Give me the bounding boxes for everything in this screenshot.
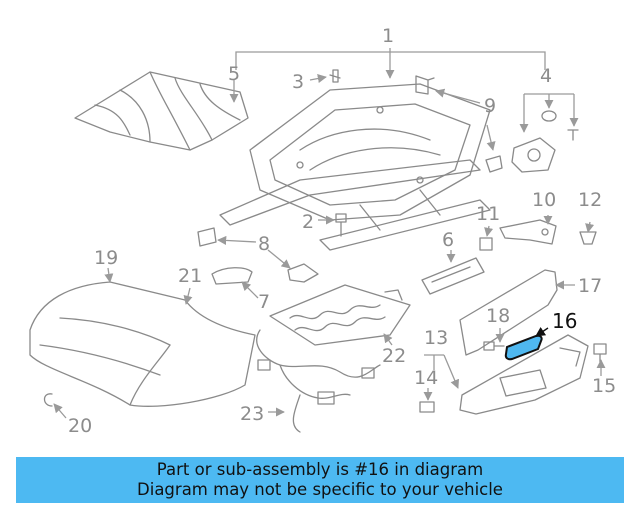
part-12-knob bbox=[579, 231, 597, 245]
part-2-bolt bbox=[335, 213, 347, 237]
callout-18: 18 bbox=[486, 305, 510, 327]
part-13-side-shield bbox=[459, 334, 589, 415]
part-9-bracket bbox=[415, 75, 435, 95]
part-20-clip bbox=[43, 393, 53, 407]
callout-1: 1 bbox=[382, 25, 394, 47]
callout-15: 15 bbox=[592, 375, 616, 397]
callout-3: 3 bbox=[292, 71, 304, 93]
part-14-clip bbox=[419, 401, 435, 413]
callout-19: 19 bbox=[94, 247, 118, 269]
callout-23: 23 bbox=[240, 403, 264, 425]
part-1-seat-frame bbox=[219, 83, 491, 251]
info-banner: Part or sub-assembly is #16 in diagram D… bbox=[16, 457, 624, 503]
callout-13: 13 bbox=[424, 327, 448, 349]
callout-8: 8 bbox=[258, 233, 270, 255]
callout-6: 6 bbox=[442, 229, 454, 251]
callout-2: 2 bbox=[302, 211, 314, 233]
callout-11: 11 bbox=[476, 203, 500, 225]
callout-22: 22 bbox=[382, 345, 406, 367]
callout-20: 20 bbox=[68, 415, 92, 437]
part-10-bracket bbox=[499, 219, 557, 245]
callout-5: 5 bbox=[228, 63, 240, 85]
callout-7: 7 bbox=[258, 291, 270, 313]
part-8-brackets bbox=[197, 227, 319, 283]
part-18-screw bbox=[483, 341, 505, 351]
part-11-clip bbox=[479, 237, 493, 251]
callout-4: 4 bbox=[540, 65, 552, 87]
callout-14: 14 bbox=[414, 367, 438, 389]
part-7-cover bbox=[211, 267, 253, 285]
part-19-seat-cushion bbox=[29, 281, 256, 407]
part-6-trim bbox=[421, 257, 485, 295]
part-23-harness bbox=[256, 329, 381, 433]
part-15-fastener bbox=[593, 343, 607, 363]
part-17-frame-wire bbox=[459, 269, 558, 356]
banner-line-1: Part or sub-assembly is #16 in diagram bbox=[156, 460, 484, 479]
part-22-spring-mat bbox=[269, 284, 411, 346]
callout-12: 12 bbox=[578, 189, 602, 211]
leader-lines bbox=[53, 48, 606, 419]
part-3-bolt bbox=[329, 69, 341, 83]
callout-labels: 1 5 3 4 9 2 10 11 12 8 6 19 21 17 7 18 1… bbox=[68, 25, 616, 437]
banner-line-2: Diagram may not be specific to your vehi… bbox=[137, 480, 503, 499]
part-4-actuator bbox=[511, 110, 579, 173]
callout-17: 17 bbox=[578, 275, 602, 297]
parts-diagram: 1 5 3 4 9 2 10 11 12 8 6 19 21 17 7 18 1… bbox=[29, 25, 616, 437]
part-small-block bbox=[485, 155, 503, 173]
callout-16: 16 bbox=[552, 309, 577, 333]
callout-10: 10 bbox=[532, 189, 556, 211]
part-5-wire-mat bbox=[74, 71, 249, 151]
callout-21: 21 bbox=[178, 265, 202, 287]
callout-9: 9 bbox=[484, 95, 496, 117]
